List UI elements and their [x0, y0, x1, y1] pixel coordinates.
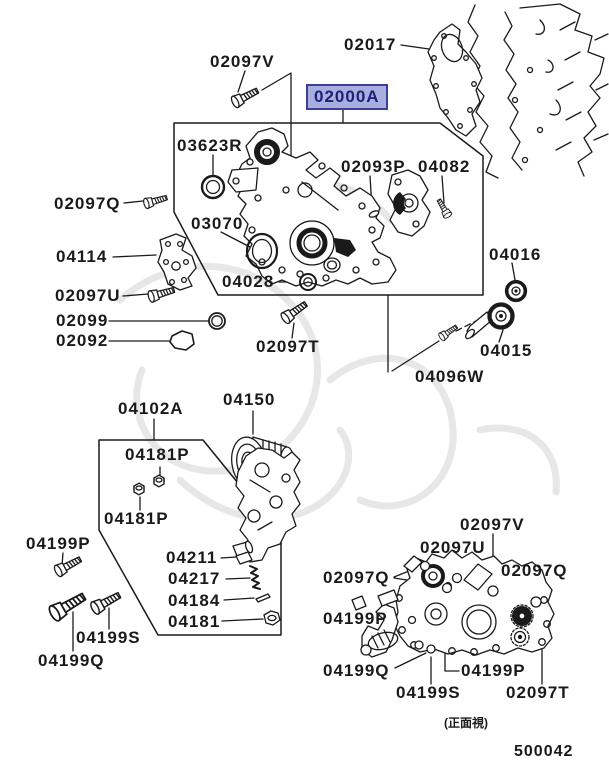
bolt-04199P-icon: [52, 553, 84, 579]
part-label-02097U-bottom: 02097U: [420, 538, 486, 557]
part-label-04181P-2: 04181P: [104, 509, 169, 528]
relief-valve-04211: [232, 540, 254, 565]
spring-04217: [249, 565, 261, 590]
bolt-02097V-icon: [229, 84, 261, 110]
part-label-02092: 02092: [56, 331, 109, 350]
bolt-02097U-icon: [146, 283, 177, 304]
part-label-02099: 02099: [56, 311, 109, 330]
drawing-number: 500042: [514, 743, 574, 760]
part-label-02093P: 02093P: [341, 157, 406, 176]
part-label-04199S-bottom: 04199S: [396, 683, 461, 702]
pin-04184: [255, 593, 271, 603]
front-case-part: [227, 127, 397, 287]
part-label-02097V-top: 02097V: [210, 52, 275, 71]
part-label-02097T-mid: 02097T: [256, 337, 320, 356]
part-label-02097Q-bottom-left: 02097Q: [323, 568, 390, 587]
part-label-04184: 04184: [168, 591, 221, 610]
front-view-assembly: [351, 549, 555, 658]
gasket-02017: [427, 23, 483, 137]
part-label-04028: 04028: [222, 272, 275, 291]
assembly-box-oil-filter-bracket: [98, 439, 282, 636]
part-label-04199P-left: 04199P: [26, 534, 91, 553]
part-label-04102A: 04102A: [118, 399, 184, 418]
part-label-02097V-bottom: 02097V: [460, 515, 525, 534]
part-label-02017: 02017: [344, 35, 397, 54]
front-view-note: (正面視): [444, 716, 488, 730]
gear-04016: [504, 279, 528, 303]
part-label-04181P-1: 04181P: [125, 445, 190, 464]
part-label-02097T-bottom: 02097T: [506, 683, 570, 702]
seal-03623R: [200, 174, 226, 200]
bolt-02097Q-icon: [142, 191, 169, 210]
part-label-04114: 04114: [56, 247, 108, 266]
part-label-02000A-highlighted[interactable]: 02000A: [306, 84, 388, 110]
assembly-box-front-case: [173, 122, 484, 296]
part-label-02097Q-bottom-right: 02097Q: [501, 561, 568, 580]
nut-04181P-2-icon: [133, 482, 145, 496]
bolt-04096W-icon: [437, 322, 460, 343]
part-label-02097U-left: 02097U: [55, 286, 121, 305]
part-label-03623R: 03623R: [177, 136, 243, 155]
gasket-02092: [169, 330, 195, 351]
part-label-04015: 04015: [480, 341, 533, 360]
part-label-04199P-bottom-left: 04199P: [323, 609, 388, 628]
part-label-04217: 04217: [168, 569, 221, 588]
part-label-04096W: 04096W: [415, 367, 485, 386]
plug-04181: [263, 610, 281, 626]
oil-pump-part: [368, 169, 431, 237]
gear-shaft-04015: [465, 302, 515, 340]
nut-04181P-icon: [153, 474, 165, 488]
seal-04028: [299, 273, 317, 291]
part-label-04199Q-left: 04199Q: [38, 651, 105, 670]
part-label-04199S-left: 04199S: [76, 628, 141, 647]
filter-bracket-04102A: [235, 447, 301, 563]
part-label-04199P-bottom-right: 04199P: [461, 661, 526, 680]
part-label-04199Q-bottom: 04199Q: [323, 661, 390, 680]
part-label-04082: 04082: [418, 157, 471, 176]
gasket-04114: [157, 233, 197, 291]
part-label-03070: 03070: [191, 214, 244, 233]
part-label-04181: 04181: [168, 612, 221, 631]
o-ring-02099: [208, 312, 226, 330]
seal-03070: [245, 232, 279, 270]
bolt-04199Q-icon: [46, 588, 89, 624]
part-label-02097Q-left: 02097Q: [54, 194, 121, 213]
bolt-04199S-icon: [88, 588, 124, 617]
engine-block-sketch: [467, 3, 609, 179]
part-label-04150: 04150: [223, 390, 276, 409]
pin-02093P: [368, 210, 380, 218]
part-label-04211: 04211: [166, 548, 218, 567]
part-label-04016: 04016: [489, 245, 542, 264]
